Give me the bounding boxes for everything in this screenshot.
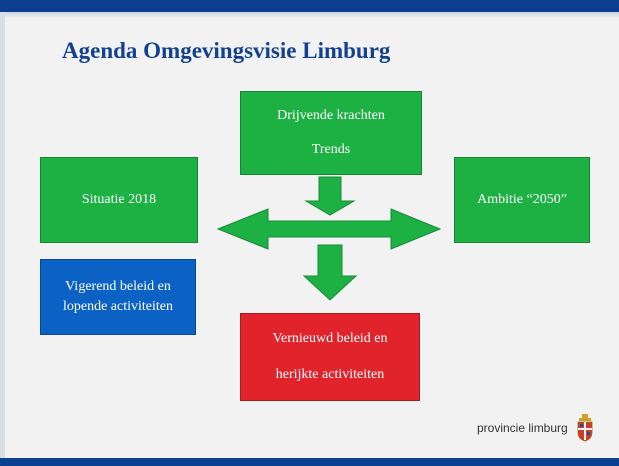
vernieuwd-line2: herijkte activiteiten <box>275 367 385 382</box>
provincie-limburg-logo: provincie limburg <box>477 414 594 442</box>
logo-text: provincie limburg <box>477 421 568 435</box>
vernieuwd-line1: Vernieuwd beleid en <box>272 331 388 347</box>
bottom-band <box>0 458 619 466</box>
arrow-horizontal <box>216 208 442 250</box>
slide-title: Agenda Omgevingsvisie Limburg <box>62 38 391 63</box>
vernieuwd-beleid-box: Vernieuwd beleid en herijkte activiteite… <box>240 313 420 401</box>
vigerend-line1: Vigerend beleid en <box>65 279 171 295</box>
vigerend-beleid-box: Vigerend beleid en lopende activiteiten <box>40 259 196 335</box>
arrow-down-bottom <box>302 244 358 301</box>
situatie-box: Situatie 2018 <box>40 157 198 243</box>
trends-label: Trends <box>311 142 351 157</box>
drijvende-krachten-label: Drijvende krachten <box>277 108 385 124</box>
arrow-down-top <box>304 176 356 216</box>
top-band-shadow <box>0 12 619 18</box>
situatie-label: Situatie 2018 <box>81 192 157 208</box>
left-band <box>0 12 5 458</box>
drijvende-krachten-box: Drijvende krachten Trends <box>240 91 422 175</box>
ambitie-label: Ambitie “2050” <box>477 192 567 208</box>
vigerend-line2: lopende activiteiten <box>62 299 173 314</box>
ambitie-box: Ambitie “2050” <box>454 157 590 243</box>
top-band <box>0 0 619 12</box>
coat-of-arms-icon <box>577 414 593 442</box>
